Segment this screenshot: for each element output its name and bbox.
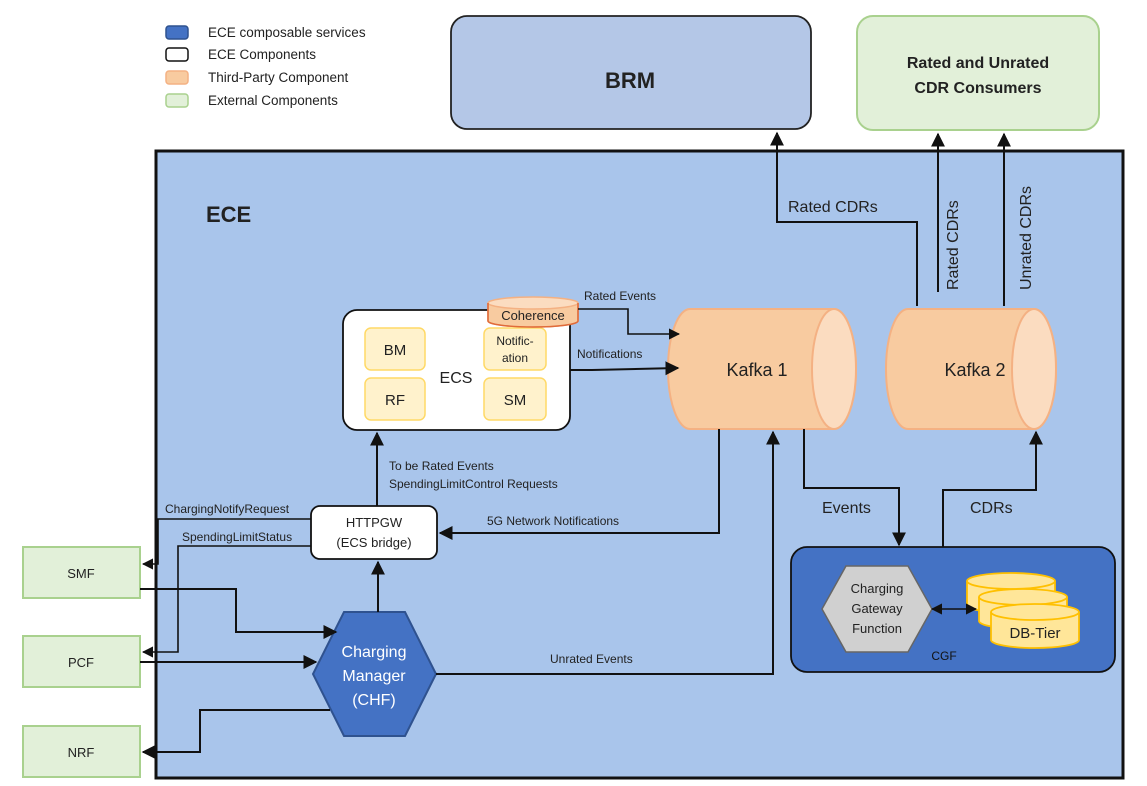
- brm-box: BRM: [450, 15, 812, 130]
- label-to-be-rated-line2: SpendingLimitControl Requests: [389, 477, 558, 491]
- flow-cdrs-to-kafka2: [942, 430, 1043, 547]
- flow-smf-to-chf: [140, 588, 338, 639]
- charging-gateway-function-hexagon: [821, 565, 933, 653]
- ecs-module-notification-line1: Notific-: [496, 334, 533, 348]
- nrf-label: NRF: [68, 745, 95, 760]
- legend-label-composable: ECE composable services: [208, 25, 366, 40]
- kafka1-cylinder: Kafka 1: [667, 308, 857, 430]
- label-unrated-cdrs: Unrated CDRs: [1018, 186, 1035, 290]
- label-rated-events: Rated Events: [584, 289, 656, 303]
- flow-charging-notify: [141, 518, 311, 570]
- ece-label: ECE: [206, 202, 251, 227]
- httpgw-box: HTTPGW (ECS bridge): [310, 505, 438, 560]
- ecs-box: ECS BM RF Notific- ation SM: [342, 309, 571, 431]
- ecs-module-notification-line2: ation: [502, 351, 528, 365]
- legend-swatch-external: [165, 93, 189, 108]
- cdr-consumers-box: Rated and Unrated CDR Consumers: [856, 15, 1100, 131]
- brm-label: BRM: [605, 68, 655, 93]
- label-cdrs: CDRs: [970, 500, 1013, 517]
- cdr-consumers-label-line1: Rated and Unrated: [907, 55, 1049, 72]
- connectors: [140, 131, 1043, 759]
- httpgw-label-line1: HTTPGW: [346, 515, 403, 530]
- cdr-consumers-label-line2: CDR Consumers: [914, 80, 1041, 97]
- legend-swatch-ece-components: [165, 47, 189, 62]
- kafka1-label: Kafka 1: [726, 360, 787, 380]
- label-events: Events: [822, 500, 871, 517]
- coherence-cache: Coherence: [487, 296, 579, 328]
- ecs-module-bm: [364, 327, 426, 371]
- flow-5g-notifications: [438, 429, 720, 540]
- cgf-function-line3: Function: [852, 621, 902, 636]
- label-to-be-rated-line1: To be Rated Events: [389, 459, 494, 473]
- chf-label-line3: (CHF): [352, 692, 396, 709]
- cgf-function-line2: Gateway: [851, 601, 903, 616]
- label-spending-limit-status: SpendingLimitStatus: [182, 530, 292, 544]
- cgf-label: CGF: [931, 649, 956, 663]
- ecs-module-notification: [483, 327, 547, 371]
- flow-notifications: [570, 361, 680, 376]
- db-tier-stack: DB-Tier: [966, 572, 1080, 649]
- chf-label-line1: Charging: [342, 644, 407, 661]
- ecs-label: ECS: [440, 370, 473, 387]
- ecs-module-bm-label: BM: [384, 342, 407, 359]
- legend-label-external: External Components: [208, 93, 338, 108]
- label-5g-notifications: 5G Network Notifications: [487, 514, 619, 528]
- smf-label: SMF: [67, 566, 95, 581]
- flow-spending-limit-status: [141, 545, 311, 658]
- legend-swatch-composable: [165, 25, 189, 40]
- legend-label-third-party: Third-Party Component: [208, 70, 349, 85]
- ecs-module-sm-label: SM: [504, 392, 527, 409]
- ecs-module-rf-label: RF: [385, 392, 405, 409]
- httpgw-label-line2: (ECS bridge): [336, 535, 411, 550]
- flow-rated-cdrs-to-brm: [770, 131, 918, 306]
- kafka2-label: Kafka 2: [944, 360, 1005, 380]
- charging-manager-hexagon: Charging Manager (CHF): [311, 611, 438, 737]
- label-rated-cdrs-brm: Rated CDRs: [788, 199, 878, 216]
- legend: ECE composable services ECE Components T…: [165, 25, 366, 108]
- flow-rated-events: [578, 308, 681, 340]
- flow-unrated-events: [436, 430, 780, 675]
- label-charging-notify: ChargingNotifyRequest: [165, 502, 290, 516]
- ecs-module-sm: [483, 377, 547, 421]
- flow-events-to-cgf: [803, 429, 906, 547]
- pcf-box: PCF: [22, 635, 141, 688]
- cgf-function-line1: Charging: [851, 581, 904, 596]
- pcf-label: PCF: [68, 655, 94, 670]
- nrf-box: NRF: [22, 725, 141, 778]
- flow-chf-to-nrf: [141, 709, 330, 759]
- flow-labels: Rated CDRs Rated CDRs Unrated CDRs Rated…: [165, 186, 1035, 666]
- chf-label-line2: Manager: [342, 668, 406, 685]
- label-unrated-events: Unrated Events: [550, 652, 633, 666]
- smf-box: SMF: [22, 546, 141, 599]
- coherence-label: Coherence: [501, 308, 565, 323]
- db-tier-label: DB-Tier: [1009, 625, 1060, 642]
- ece-container: ECE: [154, 149, 1125, 780]
- label-rated-cdrs-consumers: Rated CDRs: [945, 200, 962, 290]
- kafka2-cylinder: Kafka 2: [885, 308, 1057, 430]
- ecs-module-rf: [364, 377, 426, 421]
- label-notifications: Notifications: [577, 347, 642, 361]
- legend-label-ece-components: ECE Components: [208, 47, 316, 62]
- legend-swatch-third-party: [165, 70, 189, 85]
